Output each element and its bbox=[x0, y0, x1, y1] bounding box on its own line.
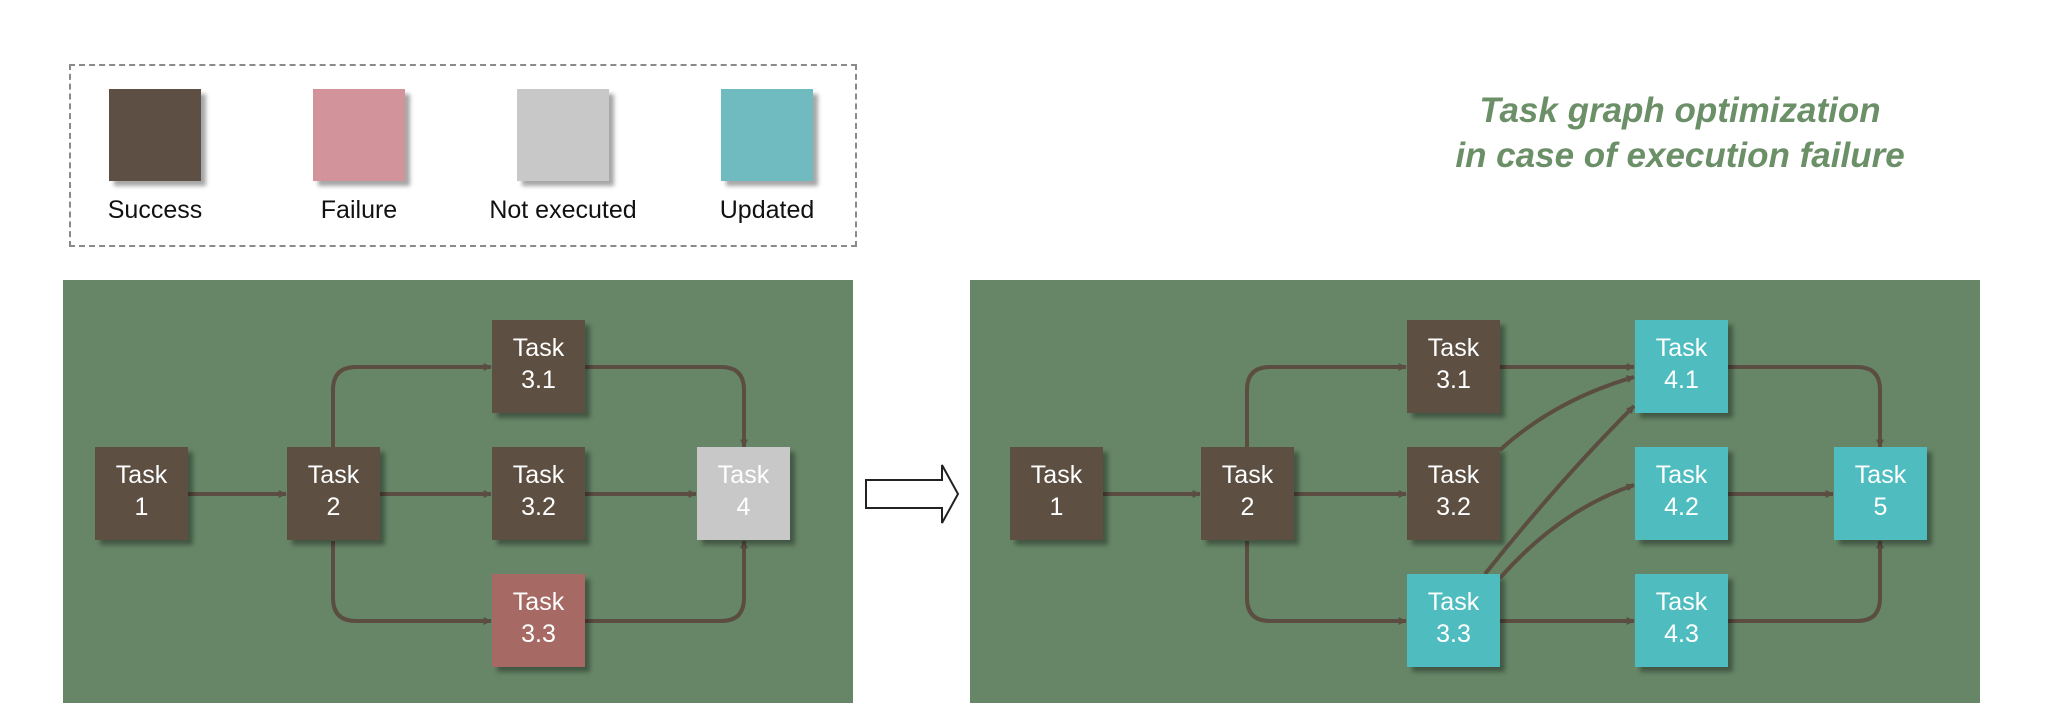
edges-after bbox=[1103, 363, 1884, 625]
node-box bbox=[1635, 574, 1728, 667]
legend-label-failure: Failure bbox=[320, 196, 398, 224]
edge-t2-t31 bbox=[331, 363, 492, 447]
node-after-task-3-3 bbox=[1407, 574, 1500, 667]
node-before-task-4 bbox=[697, 447, 790, 540]
edge-a-t2-t33 bbox=[1245, 541, 1407, 625]
node-after-task-1-line1: Task bbox=[1031, 461, 1083, 489]
node-after-task-4-2-line2: 4.2 bbox=[1664, 493, 1699, 521]
node-after-task-3-2 bbox=[1407, 447, 1500, 540]
node-after-task-4-1-line1: Task bbox=[1656, 334, 1708, 362]
title-line-1: Task graph optimization bbox=[1479, 91, 1881, 130]
edges-before bbox=[188, 363, 748, 625]
node-after-task-2-line1: Task bbox=[1222, 461, 1274, 489]
node-after-task-4-2-line1: Task bbox=[1656, 461, 1708, 489]
node-before-task-2-line2: 2 bbox=[327, 493, 341, 521]
node-after-task-5-line1: Task bbox=[1855, 461, 1907, 489]
node-box bbox=[1635, 320, 1728, 413]
legend: Success Failure Not executed Updated bbox=[69, 64, 857, 247]
node-after-task-3-3-line2: 3.3 bbox=[1436, 620, 1471, 648]
edge-a-t2-t31 bbox=[1245, 363, 1407, 447]
node-box bbox=[697, 447, 790, 540]
node-box bbox=[1407, 574, 1500, 667]
legend-swatch-updated bbox=[721, 89, 813, 181]
node-before-task-1-line2: 1 bbox=[135, 493, 149, 521]
title-line-2: in case of execution failure bbox=[1455, 136, 1905, 175]
node-after-task-1-line2: 1 bbox=[1050, 493, 1064, 521]
node-after-task-4-3 bbox=[1635, 574, 1728, 667]
diagram-title: Task graph optimization in case of execu… bbox=[1380, 88, 1980, 178]
legend-label-success: Success bbox=[107, 196, 203, 224]
legend-label-updated: Updated bbox=[719, 196, 815, 224]
node-after-task-2-line2: 2 bbox=[1241, 493, 1255, 521]
node-after-task-5 bbox=[1834, 447, 1927, 540]
node-box bbox=[492, 574, 585, 667]
node-box bbox=[95, 447, 188, 540]
node-before-task-3-3 bbox=[492, 574, 585, 667]
node-before-task-3-3-line1: Task bbox=[513, 588, 565, 616]
edge-a-t33-t42 bbox=[1498, 483, 1635, 580]
node-box bbox=[492, 447, 585, 540]
node-after-task-4-2 bbox=[1635, 447, 1728, 540]
legend-swatch-success bbox=[109, 89, 201, 181]
node-box bbox=[1010, 447, 1103, 540]
node-after-task-4-1-line2: 4.1 bbox=[1664, 366, 1699, 394]
node-box bbox=[1635, 447, 1728, 540]
edge-t31-t4 bbox=[585, 365, 748, 448]
legend-swatch-failure bbox=[313, 89, 405, 181]
node-before-task-1 bbox=[95, 447, 188, 540]
node-after-task-4-3-line1: Task bbox=[1656, 588, 1708, 616]
node-after-task-5-line2: 5 bbox=[1874, 493, 1888, 521]
node-before-task-4-line2: 4 bbox=[737, 493, 751, 521]
node-box bbox=[1407, 447, 1500, 540]
transform-arrow bbox=[865, 464, 960, 524]
node-after-task-3-3-line1: Task bbox=[1428, 588, 1480, 616]
node-after-task-3-2-line1: Task bbox=[1428, 461, 1480, 489]
legend-label-not-executed: Not executed bbox=[489, 196, 637, 224]
node-after-task-3-1-line1: Task bbox=[1428, 334, 1480, 362]
node-before-task-3-1-line2: 3.1 bbox=[521, 366, 556, 394]
node-box bbox=[1201, 447, 1294, 540]
node-after-task-4-3-line2: 4.3 bbox=[1664, 620, 1699, 648]
node-before-task-2 bbox=[287, 447, 380, 540]
node-after-task-4-1 bbox=[1635, 320, 1728, 413]
edge-a-t43-t5 bbox=[1728, 540, 1884, 623]
edge-t33-t4 bbox=[585, 540, 748, 623]
node-before-task-3-3-line2: 3.3 bbox=[521, 620, 556, 648]
edge-t2-t33 bbox=[331, 541, 492, 625]
edge-a-t41-t5 bbox=[1728, 365, 1884, 448]
legend-swatch-not-executed bbox=[517, 89, 609, 181]
node-before-task-3-2 bbox=[492, 447, 585, 540]
node-box bbox=[1407, 320, 1500, 413]
node-after-task-1 bbox=[1010, 447, 1103, 540]
node-box bbox=[492, 320, 585, 413]
node-before-task-4-line1: Task bbox=[718, 461, 770, 489]
edge-a-t33-t41 bbox=[1483, 404, 1636, 576]
node-after-task-3-2-line2: 3.2 bbox=[1436, 493, 1471, 521]
node-before-task-3-2-line2: 3.2 bbox=[521, 493, 556, 521]
node-after-task-2 bbox=[1201, 447, 1294, 540]
edge-a-t32-t41 bbox=[1498, 375, 1635, 452]
node-box bbox=[287, 447, 380, 540]
node-before-task-2-line1: Task bbox=[308, 461, 360, 489]
node-box bbox=[1834, 447, 1927, 540]
node-before-task-1-line1: Task bbox=[116, 461, 168, 489]
node-before-task-3-2-line1: Task bbox=[513, 461, 565, 489]
node-after-task-3-1-line2: 3.1 bbox=[1436, 366, 1471, 394]
node-before-task-3-1 bbox=[492, 320, 585, 413]
node-before-task-3-1-line1: Task bbox=[513, 334, 565, 362]
node-after-task-3-1 bbox=[1407, 320, 1500, 413]
